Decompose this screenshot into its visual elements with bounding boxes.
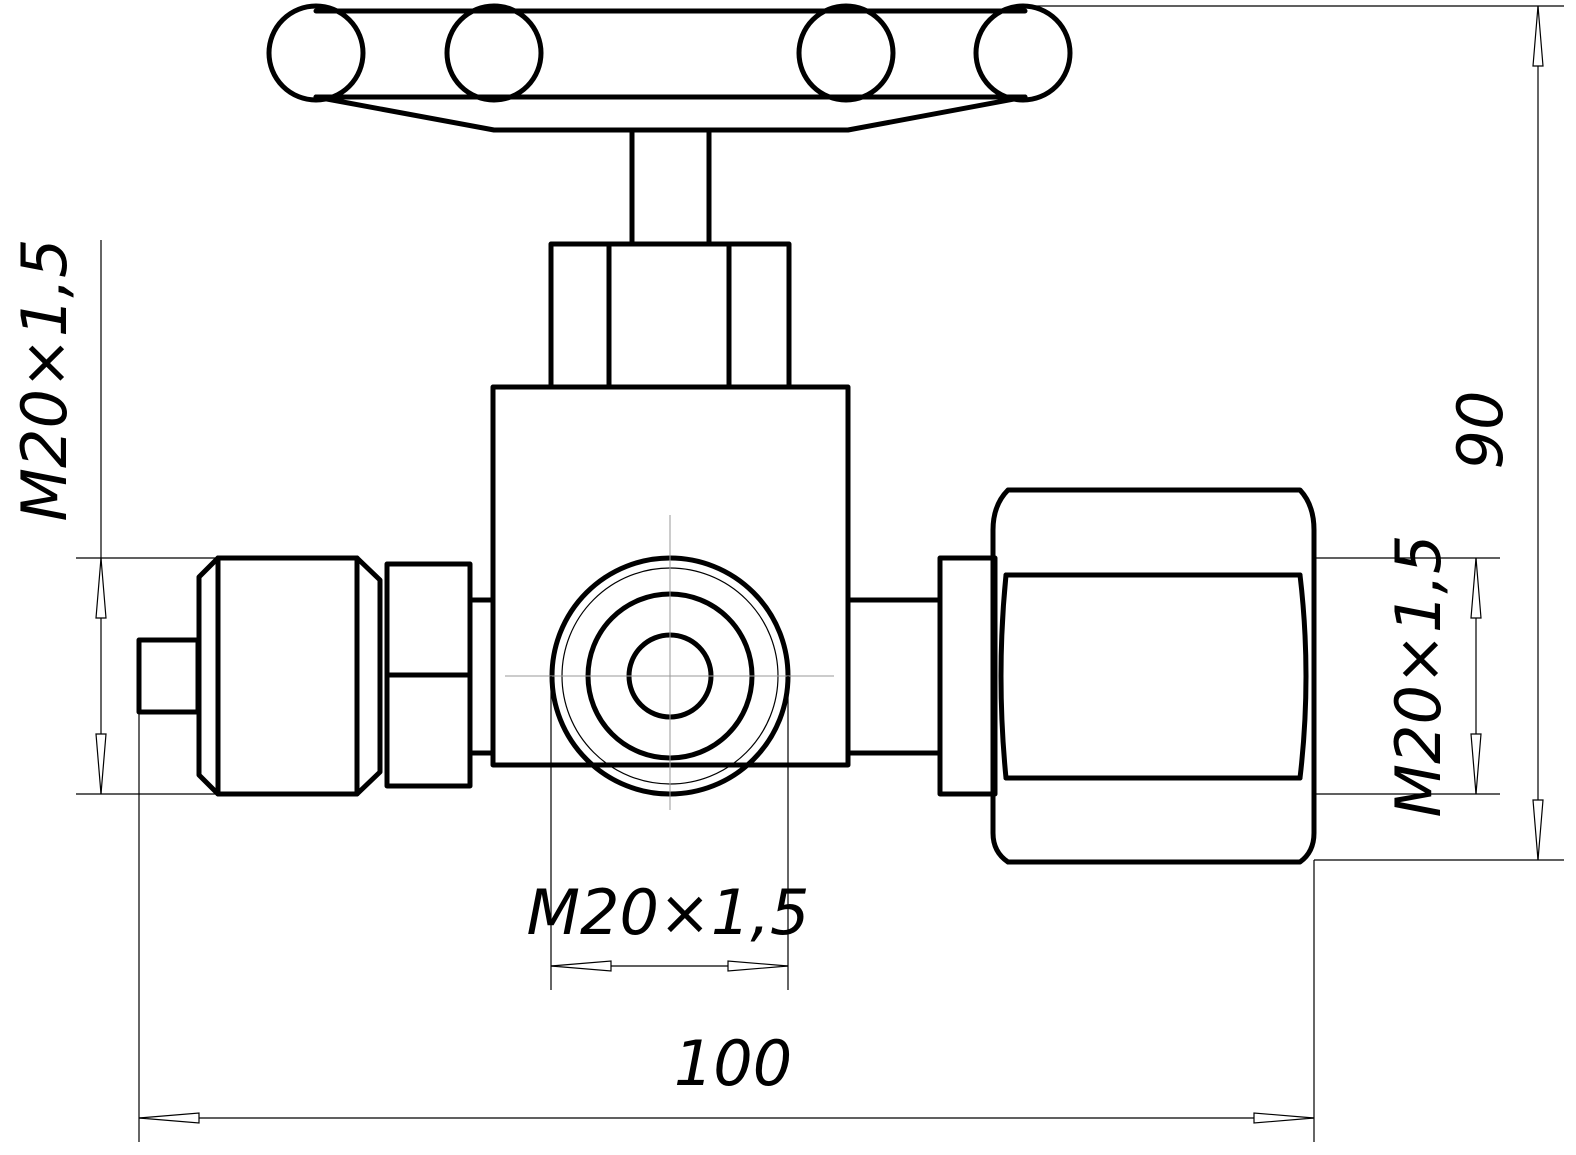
- right-fitting: [845, 487, 1317, 865]
- handle-knob-3: [796, 3, 896, 103]
- handle-knob-1: [266, 3, 366, 103]
- dimension-left-thread: M20×1,5: [8, 239, 218, 795]
- dimension-bottom-thread: M20×1,5: [527, 676, 810, 990]
- dimension-overall-width: 100: [138, 712, 1315, 1142]
- dimension-right-thread: M20×1,5: [1314, 535, 1500, 818]
- handle-knob-4: [973, 3, 1073, 103]
- bonnet-nut: [548, 241, 792, 390]
- right-thread-label: M20×1,5: [1382, 535, 1455, 818]
- handle: [266, 3, 1073, 133]
- dimension-overall-height: 90: [1025, 5, 1564, 861]
- stem: [629, 129, 712, 247]
- overall-width-label: 100: [674, 1027, 792, 1100]
- left-thread-label: M20×1,5: [8, 239, 81, 522]
- handle-knob-2: [444, 3, 544, 103]
- overall-height-label: 90: [1444, 391, 1517, 470]
- bottom-thread-label: M20×1,5: [527, 876, 810, 949]
- left-fitting: [136, 555, 496, 797]
- center-lines: [505, 515, 834, 810]
